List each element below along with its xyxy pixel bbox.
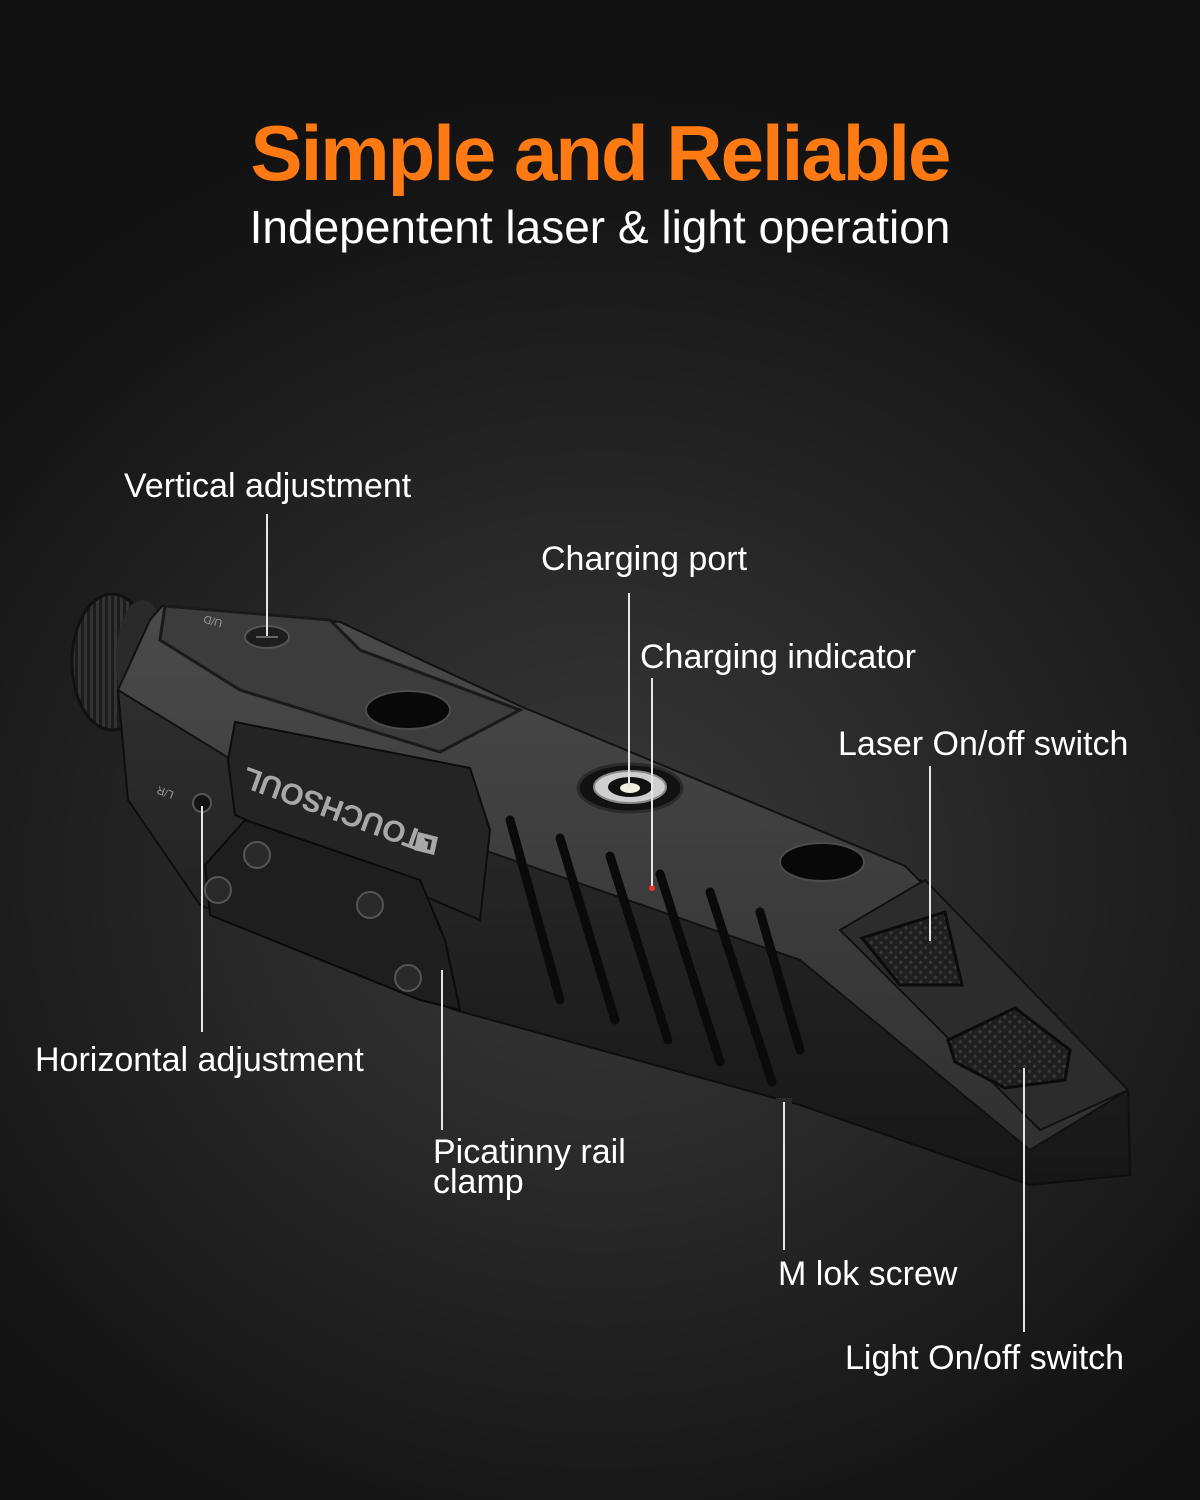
- top-mount-hole-rear: [365, 690, 451, 730]
- callout-rail-clamp-line1: Picatinny rail: [433, 1133, 626, 1171]
- callout-laser-switch: Laser On/off switch: [838, 725, 1129, 763]
- callout-charging-port: Charging port: [541, 540, 748, 578]
- page-title: Simple and Reliable: [250, 109, 952, 197]
- callout-rail-clamp-line2: clamp: [433, 1163, 524, 1201]
- callout-mlok-screw: M lok screw: [778, 1255, 958, 1293]
- leader-charging-port: [628, 593, 630, 788]
- callout-vertical-adjustment: Vertical adjustment: [124, 467, 412, 505]
- leader-laser-switch: [929, 766, 931, 941]
- leader-light-switch: [1023, 1068, 1025, 1332]
- leader-charging-indicator: [651, 678, 653, 886]
- charging-indicator-led: [649, 885, 655, 891]
- side-grip-grooves: [505, 815, 805, 1087]
- device-body-top: [116, 604, 1130, 1152]
- engraving-lr: L/R: [155, 783, 175, 800]
- charging-port: [576, 762, 684, 814]
- callout-light-switch: Light On/off switch: [845, 1339, 1125, 1377]
- leader-vertical-adjustment: [266, 514, 268, 636]
- laser-switch-knurled: [859, 910, 964, 987]
- engraving-ud: U/D: [202, 612, 223, 629]
- brand-logo-mark: [414, 832, 438, 855]
- leader-rail-clamp: [441, 970, 443, 1130]
- page-subtitle: Indepentent laser & light operation: [249, 201, 951, 253]
- side-brand-panel: [226, 720, 492, 922]
- vertical-adjustment-screw: [244, 625, 290, 649]
- leader-mlok-screw: [783, 1102, 785, 1250]
- clamp-screws: [204, 841, 422, 992]
- picatinny-rail-clamp: [203, 818, 462, 1012]
- leader-horizontal-adjustment: [201, 806, 203, 1032]
- light-switch-knurled: [946, 1006, 1072, 1090]
- callout-charging-indicator: Charging indicator: [640, 638, 916, 676]
- top-mount-hole-front: [779, 842, 865, 882]
- callout-horizontal-adjustment: Horizontal adjustment: [35, 1041, 364, 1079]
